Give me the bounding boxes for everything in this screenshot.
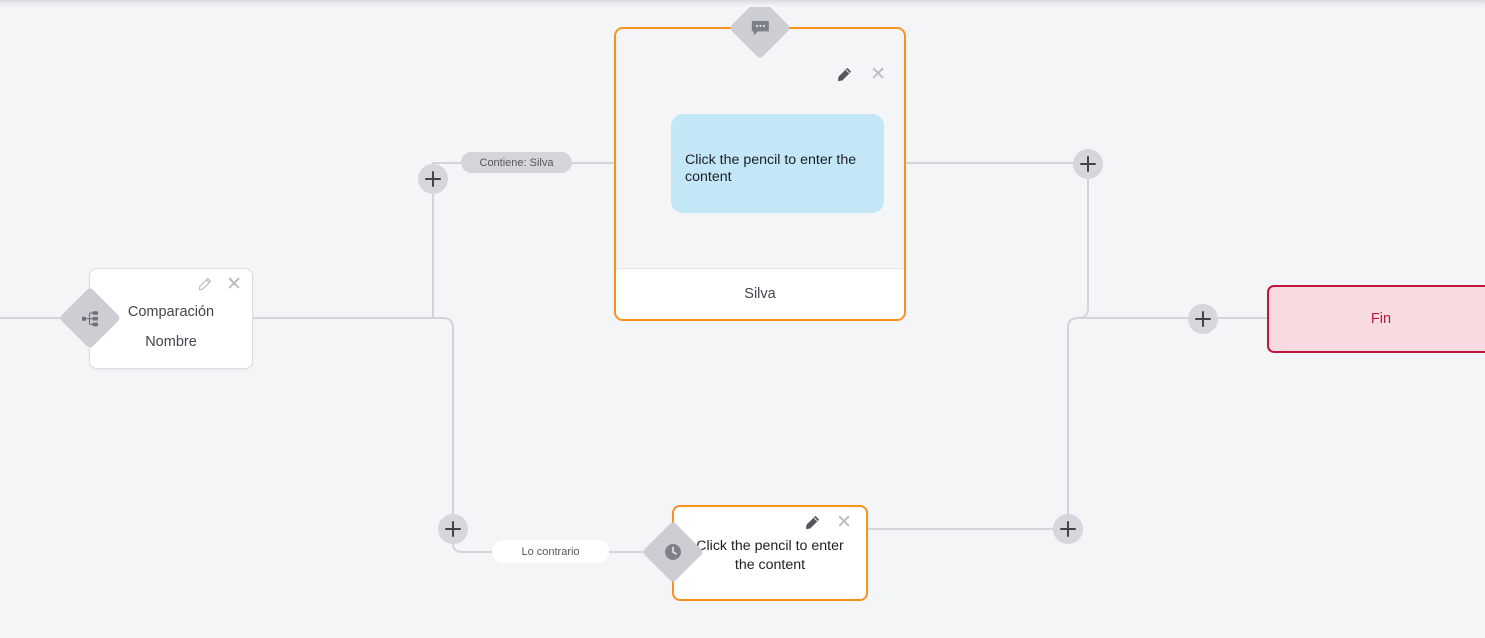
node-wait[interactable]: ✕ Click the pencil to enter the content	[672, 505, 868, 601]
clock-icon	[664, 543, 682, 561]
add-node-button-before-fin[interactable]	[1188, 304, 1218, 334]
pencil-icon[interactable]	[197, 277, 212, 292]
edge-compare-to-lower	[252, 317, 454, 520]
node-message-actions: ✕	[836, 65, 886, 84]
close-icon[interactable]: ✕	[226, 274, 242, 295]
node-comparacion-actions: ✕	[197, 275, 242, 294]
pencil-icon[interactable]	[836, 67, 852, 83]
node-fin[interactable]: Fin	[1267, 285, 1485, 353]
add-node-button-merge-top[interactable]	[1073, 149, 1103, 179]
edge-merge-down-left	[1067, 317, 1079, 515]
edge-label-contiene[interactable]: Contiene: Silva	[461, 152, 572, 173]
sitemap-icon	[82, 310, 99, 327]
message-footer-label: Silva	[744, 286, 776, 302]
close-icon[interactable]: ✕	[870, 64, 886, 85]
edge-to-label-contrario	[452, 543, 494, 553]
edge-merge-top-down	[1077, 178, 1089, 319]
node-wait-text: Click the pencil to enter the content	[696, 538, 844, 573]
node-handle-message[interactable]	[728, 0, 792, 60]
close-icon[interactable]: ✕	[836, 512, 852, 533]
edge-label-contrario[interactable]: Lo contrario	[492, 540, 609, 563]
node-fin-label: Fin	[1370, 311, 1392, 327]
node-handle-comparacion[interactable]	[58, 286, 122, 350]
add-node-button-branch-top[interactable]	[418, 164, 448, 194]
add-node-button-branch-bottom[interactable]	[438, 514, 468, 544]
node-comparacion-subtitle: Nombre	[145, 334, 197, 350]
message-icon	[751, 19, 770, 37]
node-wait-actions: ✕	[804, 513, 852, 532]
node-handle-wait[interactable]	[641, 520, 705, 584]
node-comparacion-title: Comparación	[127, 304, 215, 320]
pencil-icon[interactable]	[804, 515, 820, 531]
node-comparacion-labels: Comparación Nombre	[90, 297, 252, 357]
message-footer: Silva	[616, 268, 904, 319]
message-bubble[interactable]: Click the pencil to enter the content	[671, 114, 884, 213]
node-message[interactable]: ✕ Click the pencil to enter the content …	[614, 27, 906, 321]
add-node-button-merge-bottom[interactable]	[1053, 514, 1083, 544]
